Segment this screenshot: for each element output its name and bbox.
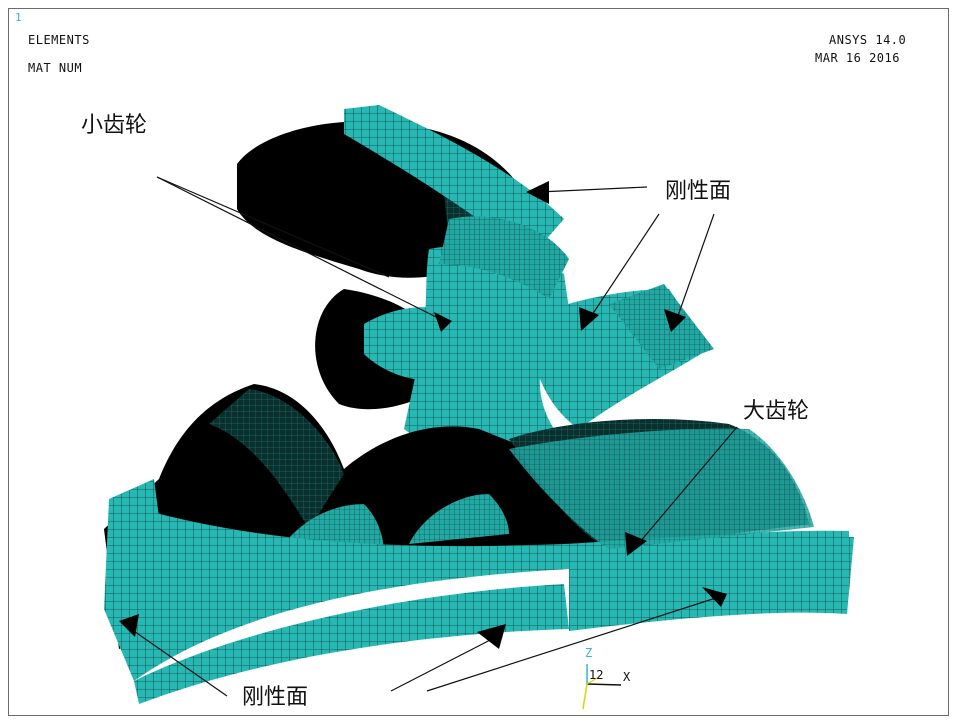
- arrow-rigid-bottom-a: [119, 614, 139, 637]
- label-gear: 大齿轮: [743, 399, 810, 424]
- rigid-bottom-leader-c: [426, 596, 720, 692]
- gear-rim-right-face: [569, 536, 854, 631]
- header-product: ANSYS 14.0: [829, 33, 907, 47]
- window-number: 1: [15, 11, 22, 24]
- gear-mesh-model: [104, 105, 854, 710]
- pinion-leader-b: [156, 176, 445, 322]
- rigid-bottom-leader-b: [390, 636, 497, 692]
- pinion-upper-side: [439, 216, 569, 299]
- arrow-rigid-top-c: [664, 309, 686, 332]
- label-rigid-face-top: 刚性面: [665, 179, 732, 204]
- gear-tooth-3: [409, 494, 509, 544]
- arrow-gear: [625, 532, 647, 556]
- rigid-bottom-leader-a: [130, 628, 228, 697]
- arrow-rigid-top-b: [579, 307, 599, 331]
- pinion-leader-a: [156, 176, 390, 278]
- gear-inner-mesh-shadow: [209, 389, 344, 529]
- gear-upper-rim: [509, 428, 814, 549]
- pinion-top-tooth: [344, 105, 564, 259]
- graphics-window[interactable]: 1 ELEMENTS MAT NUM ANSYS 14.0 MAR 16 201…: [8, 8, 949, 716]
- arrow-rigid-bottom-b: [477, 624, 506, 649]
- gear-rim-front-face: [134, 584, 569, 704]
- header-mat-num: MAT NUM: [28, 61, 83, 75]
- arrow-rigid-bottom-c: [702, 587, 727, 607]
- pinion-top-right-face: [609, 284, 714, 369]
- gear-leader: [633, 426, 738, 550]
- arrowheads: [119, 181, 727, 649]
- rigid-top-leader-c: [673, 213, 715, 328]
- label-rigid-face-bottom: 刚性面: [242, 685, 309, 710]
- triad-marker: 12: [589, 668, 604, 682]
- rigid-top-leader-b: [583, 213, 660, 328]
- pinion-left-tooth: [364, 307, 444, 380]
- label-pinion: 小齿轮: [81, 113, 148, 138]
- arrow-rigid-top-a: [526, 181, 549, 204]
- rigid-top-leader-a: [538, 186, 648, 193]
- pinion-center-block: [404, 245, 569, 469]
- header-elements: ELEMENTS: [28, 33, 90, 47]
- triad-z-label: Z: [585, 646, 593, 660]
- coordinate-triad: [582, 664, 622, 710]
- header-date: MAR 16 2016: [815, 51, 900, 65]
- arrow-pinion: [434, 312, 452, 332]
- triad-x-label: X: [623, 670, 631, 684]
- leader-lines: [130, 176, 738, 697]
